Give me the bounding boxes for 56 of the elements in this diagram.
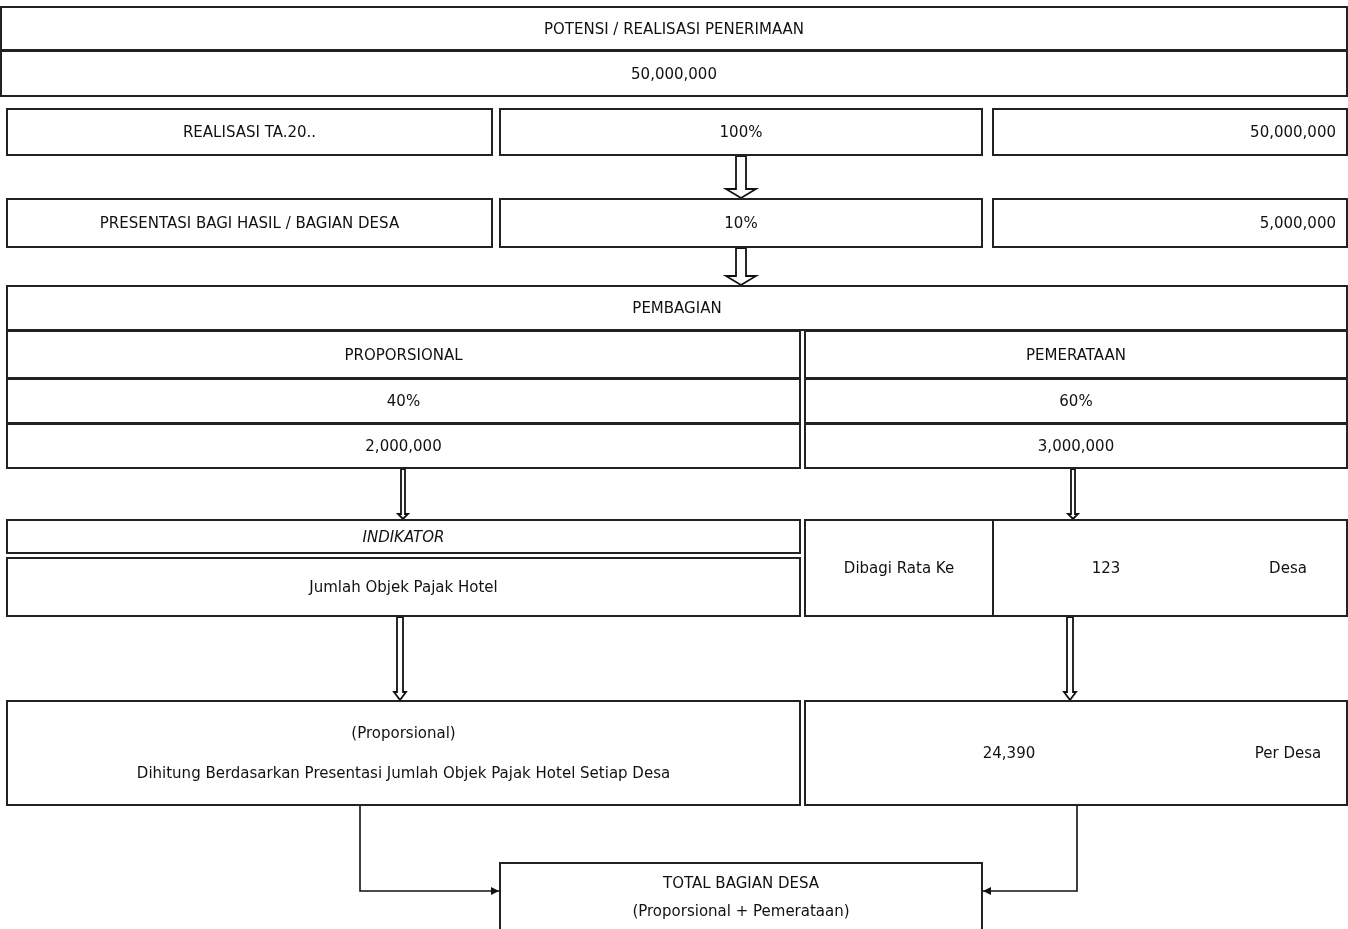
table-cell	[804, 423, 1348, 469]
cell-text: 5,000,000	[1259, 214, 1336, 232]
table-box	[992, 519, 1348, 617]
arrow	[359, 805, 500, 895]
table-box	[6, 700, 801, 806]
block-arrow	[722, 155, 760, 200]
table-cell	[6, 557, 801, 617]
cell-text: 3,000,000	[1037, 437, 1115, 455]
cell-text: PEMBAGIAN	[632, 299, 722, 317]
table-cell	[0, 50, 1348, 97]
block-arrow	[392, 616, 408, 702]
table-cell	[804, 330, 1348, 379]
table-cell	[6, 423, 801, 469]
block-arrow	[395, 468, 411, 521]
table-box	[499, 862, 983, 929]
cell-text: Dibagi Rata Ke	[843, 559, 955, 577]
table-cell	[992, 198, 1348, 248]
table-cell	[992, 108, 1348, 156]
cell-text: INDIKATOR	[362, 527, 445, 546]
table-cell	[6, 108, 493, 156]
table-box	[804, 700, 1348, 806]
cell-text: 50,000,000	[1250, 123, 1336, 141]
cell-text: Desa	[1269, 559, 1307, 577]
cell-text: Dihitung Berdasarkan Presentasi Jumlah Objek Pajak Hotel Setiap Desa	[136, 764, 671, 782]
cell-text: 10%	[724, 214, 758, 232]
table-cell	[499, 108, 983, 156]
cell-text: PRESENTASI BAGI HASIL / BAGIAN DESA	[99, 214, 400, 232]
table-cell	[6, 285, 1348, 331]
cell-text: 100%	[719, 123, 763, 141]
table-cell	[804, 378, 1348, 424]
cell-text: Per Desa	[1254, 744, 1322, 762]
cell-text: 123	[1091, 559, 1121, 577]
table-cell	[6, 198, 493, 248]
table-cell	[499, 198, 983, 248]
cell-text: 50,000,000	[631, 64, 717, 83]
cell-text: TOTAL BAGIAN DESA	[663, 874, 819, 892]
cell-text: 24,390	[982, 744, 1036, 762]
cell-text: 2,000,000	[365, 437, 442, 455]
cell-text: REALISASI TA.20..	[182, 123, 317, 141]
table-cell	[0, 6, 1348, 51]
arrow	[982, 805, 1078, 895]
block-arrow	[1062, 616, 1078, 702]
cell-text: 60%	[1059, 392, 1093, 410]
table-cell	[6, 330, 801, 379]
cell-text: PEMERATAAN	[1026, 345, 1126, 364]
cell-text: Jumlah Objek Pajak Hotel	[309, 578, 498, 596]
table-cell	[6, 519, 801, 554]
cell-text: (Proporsional + Pemerataan)	[632, 902, 850, 920]
cell-text: PROPORSIONAL	[344, 345, 463, 364]
cell-text: 40%	[386, 392, 421, 410]
table-cell	[804, 519, 994, 617]
block-arrow	[722, 247, 760, 287]
cell-text: POTENSI / REALISASI PENERIMAAN	[543, 19, 805, 38]
block-arrow	[1065, 468, 1081, 521]
cell-text: (Proporsional)	[351, 724, 456, 742]
table-cell	[6, 378, 801, 424]
